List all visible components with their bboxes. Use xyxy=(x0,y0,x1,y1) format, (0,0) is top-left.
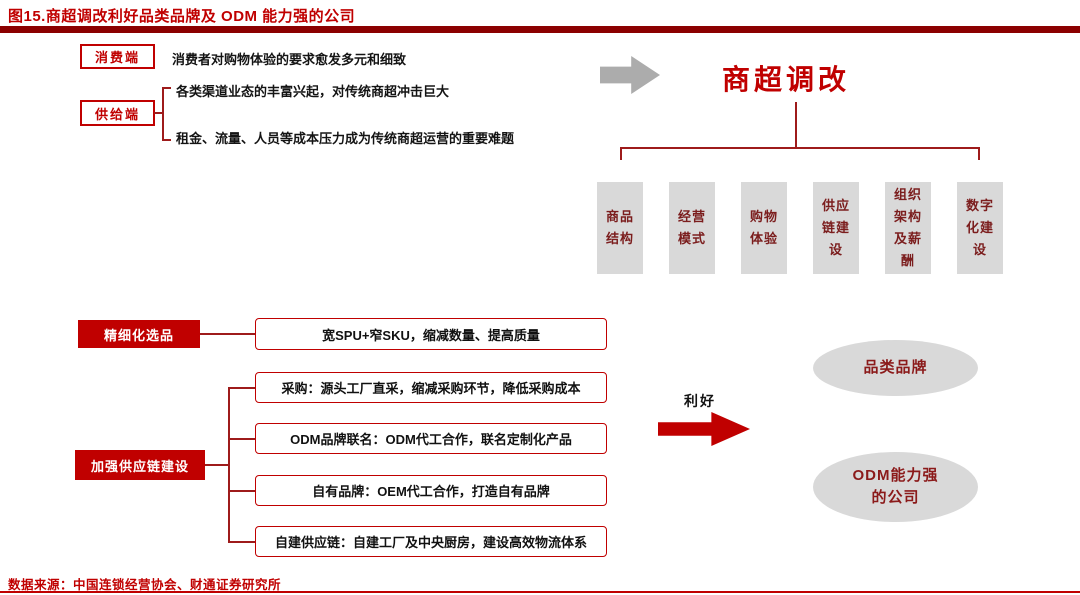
supplychain-tag: 加强供应链建设 xyxy=(75,450,205,480)
supply-bracket-stem xyxy=(162,87,164,141)
supply-description-2: 租金、流量、人员等成本压力成为传统商超运营的重要难题 xyxy=(176,131,515,146)
consumer-description: 消费者对购物体验的要求愈发多元和细致 xyxy=(172,52,407,67)
selection-connector xyxy=(200,333,255,335)
supplychain-bracket-tick-3 xyxy=(228,490,255,492)
transform-arrow-icon xyxy=(600,56,660,94)
pillar-box: 供应链建设 xyxy=(813,182,859,274)
pillar-box: 组织架构及薪酬 xyxy=(885,182,931,274)
supplychain-bracket-tick-1 xyxy=(228,387,255,389)
pillar-bracket-rule xyxy=(620,147,980,149)
supplychain-bracket-stem xyxy=(228,387,230,543)
pillar-bracket-stem xyxy=(795,102,797,147)
consumer-tag: 消费端 xyxy=(80,44,155,69)
supplychain-item-box: 自有品牌：OEM代工合作，打造自有品牌 xyxy=(255,475,607,506)
benefit-arrow-icon xyxy=(658,412,750,446)
supplychain-bracket-tick-2 xyxy=(228,438,255,440)
result-title: 商超调改 xyxy=(722,64,851,95)
pillar-box: 商品结构 xyxy=(597,182,643,274)
pillar-bracket-tick-right xyxy=(978,147,980,160)
source-note: 数据来源：中国连锁经营协会、财通证券研究所 xyxy=(8,578,282,592)
selection-tag: 精细化选品 xyxy=(78,320,200,348)
supplychain-bracket-connector xyxy=(205,464,229,466)
supplychain-item-box: 自建供应链：自建工厂及中央厨房，建设高效物流体系 xyxy=(255,526,607,557)
pillar-box: 经营模式 xyxy=(669,182,715,274)
supply-bracket-tick-bottom xyxy=(162,139,171,141)
pillar-bracket-tick-left xyxy=(620,147,622,160)
selection-item-box: 宽SPU+窄SKU，缩减数量、提高质量 xyxy=(255,318,607,350)
supply-tag: 供给端 xyxy=(80,100,155,126)
supplychain-bracket-tick-4 xyxy=(228,541,255,543)
title-rule xyxy=(0,26,1080,33)
outcome-ellipse-odm: ODM能力强的公司 xyxy=(813,452,978,522)
outcome-ellipse-category-brand: 品类品牌 xyxy=(813,340,978,396)
supply-bracket-tick-top xyxy=(162,87,171,89)
bottom-rule xyxy=(0,591,1080,593)
figure-title: 图15.商超调改利好品类品牌及 ODM 能力强的公司 xyxy=(8,8,356,25)
supply-bracket-tick-left xyxy=(154,112,163,114)
supply-description-1: 各类渠道业态的丰富兴起，对传统商超冲击巨大 xyxy=(176,84,450,99)
pillar-box: 购物体验 xyxy=(741,182,787,274)
benefit-label: 利好 xyxy=(684,393,716,409)
pillar-box: 数字化建设 xyxy=(957,182,1003,274)
supplychain-item-box: ODM品牌联名：ODM代工合作，联名定制化产品 xyxy=(255,423,607,454)
supplychain-item-box: 采购：源头工厂直采，缩减采购环节，降低采购成本 xyxy=(255,372,607,403)
